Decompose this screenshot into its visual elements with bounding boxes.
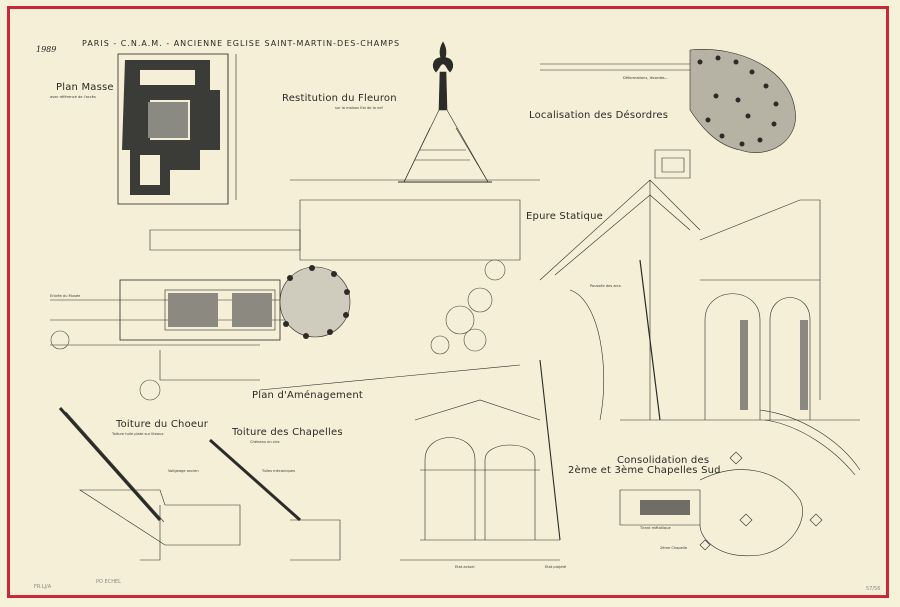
note-chapelles-1: Chéneau en zinc [250,440,280,444]
note-fleuron: sur la maison Est de la nef [335,106,383,110]
signature: 1989 [36,45,57,54]
note-consolidation: Tirant métallique [640,526,671,530]
note-bottom-1: Etat actuel [455,565,475,569]
toiture-chapelles-drawing [400,359,561,561]
sheet-header: PARIS - C.N.A.M. - ANCIENNE EGLISE SAINT… [82,39,401,48]
note-choeur-1: Toiture tuile plate sur liteaux [112,432,164,436]
note-bottom-2: Etat projeté [545,565,567,569]
epure-drawing [539,179,860,421]
pencil-ref-right: 57/56 [866,586,881,592]
title-consolidation-2: 2ème et 3ème Chapelles Sud [568,465,721,476]
note-entree: Entrée du Musée [50,294,81,298]
fleuron-drawing [398,41,492,183]
title-consolidation-1: Consolidation des [617,455,710,466]
pencil-ref-left: FR.LJ/A [34,584,52,590]
note-chapelles-2: Tuiles mécaniques [262,469,295,473]
note-epure: Poussée des arcs [590,284,621,288]
note-desordres: Déformations, lézardes... [623,76,669,80]
title-toiture-chapelles: Toiture des Chapelles [232,427,343,438]
title-epure: Epure Statique [526,211,603,222]
title-plan-masse: Plan Masse [56,82,114,93]
note-plan-masse: avec référence de l'accès [50,95,96,99]
desordres-drawing [540,49,796,179]
plan-masse-drawing [117,53,237,205]
title-desordres: Localisation des Désordres [529,110,669,121]
toiture-choeur-drawing [58,407,341,561]
title-toiture-choeur: Toiture du Choeur [116,419,209,430]
pencil-ref-bottom: PO ECHEL [96,579,121,585]
title-fleuron: Restitution du Fleuron [282,93,397,104]
label-chapelle: 2ème Chapelle [660,546,688,550]
amenagement-drawing [50,179,540,401]
title-amenagement: Plan d'Aménagement [252,390,364,401]
note-choeur-2: Voligeage ancien [168,469,199,473]
consolidation-drawing [619,409,861,557]
